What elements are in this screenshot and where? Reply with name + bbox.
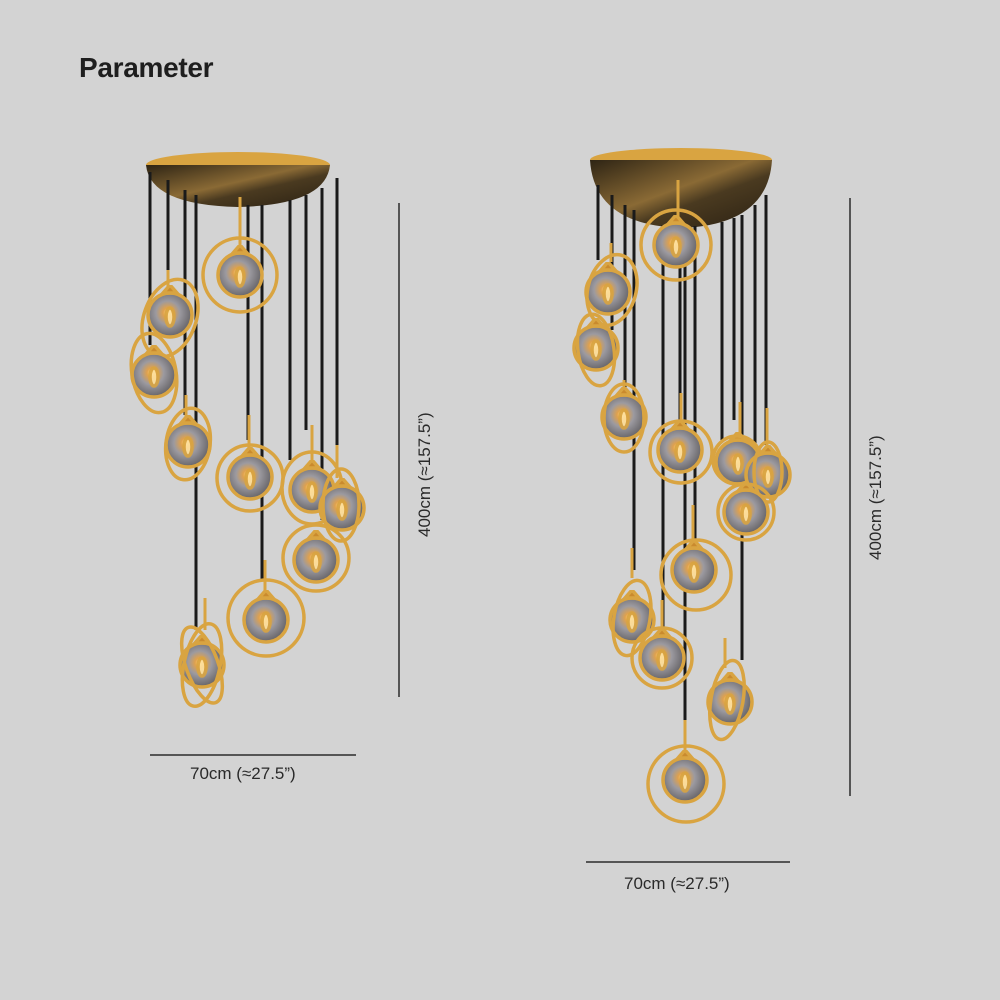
height-label-right: 400cm (≈157.5”) xyxy=(866,435,885,560)
height-dimension-line-right xyxy=(849,198,851,796)
height-dimension-line-left xyxy=(398,203,400,697)
page-title: Parameter xyxy=(79,52,214,83)
width-label-left: 70cm (≈27.5”) xyxy=(190,764,296,783)
chandelier-left xyxy=(129,152,366,709)
width-dimension-line-right xyxy=(586,861,790,863)
chandelier-right xyxy=(572,148,792,824)
width-label-right: 70cm (≈27.5”) xyxy=(624,874,730,893)
height-label-left: 400cm (≈157.5”) xyxy=(415,412,434,537)
width-dimension-line-left xyxy=(150,754,356,756)
